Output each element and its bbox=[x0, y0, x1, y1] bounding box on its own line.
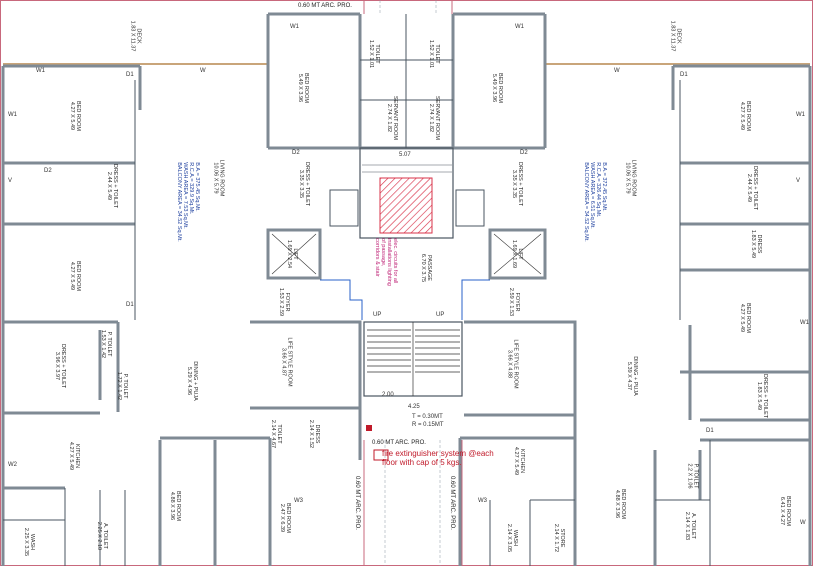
tag-w1-r2: W1 bbox=[800, 320, 809, 326]
corridor-right-label: 0.60 MT ARC. PRO. bbox=[448, 476, 455, 530]
tag-w3-l: W3 bbox=[294, 498, 303, 504]
lift-cars bbox=[271, 233, 542, 275]
fire-extinguisher-box bbox=[373, 449, 389, 461]
tag-d2: D2 bbox=[44, 168, 52, 174]
corridor-top-label: 0.60 MT ARC. PRO. bbox=[298, 3, 352, 9]
tag-w-r: W bbox=[614, 68, 620, 74]
level-t: T = 0.30MT bbox=[412, 414, 443, 420]
shaft-hatch bbox=[379, 177, 433, 234]
central-core bbox=[329, 147, 485, 239]
dim-200: 2.00 bbox=[382, 392, 394, 398]
area-stats-left: B.A.= 375.45 Sq.Mt.R.C.A.= 329.9 Sq.Mt.W… bbox=[175, 162, 200, 242]
tag-v-r: V bbox=[796, 178, 801, 184]
outer-walls bbox=[1, 12, 812, 566]
tag-d1: D1 bbox=[126, 72, 134, 78]
tag-v: V bbox=[8, 178, 13, 184]
corridor-bottom-label: 0.60 MT ARC. PRO. bbox=[372, 440, 426, 446]
corridor-lines bbox=[363, 0, 463, 566]
grid-lines bbox=[379, 0, 441, 566]
stair-up-left: UP bbox=[373, 312, 382, 318]
area-stats-right: B.A.= 372.45 Sq.Mt.R.C.A.= 326.44 Sq.Mt.… bbox=[582, 162, 607, 242]
tag-d2c: D2 bbox=[520, 150, 528, 156]
foyer-edges bbox=[320, 279, 490, 320]
tag-w1: W1 bbox=[36, 68, 45, 74]
tag-d2b: D2 bbox=[292, 150, 300, 156]
fire-extinguisher-marker bbox=[366, 425, 372, 431]
dim-507: 5.07 bbox=[399, 152, 411, 158]
tag-w3: W3 bbox=[478, 498, 487, 504]
tag-w1c: W1 bbox=[290, 24, 299, 30]
tag-w-r3: W bbox=[800, 520, 806, 526]
tag-d1-r3: D1 bbox=[706, 428, 714, 434]
tag-d1b: D1 bbox=[126, 302, 134, 308]
staircase bbox=[363, 321, 463, 397]
tag-w2: W2 bbox=[8, 462, 17, 468]
tag-w1d: W1 bbox=[515, 24, 524, 30]
tag-d1c: D1 bbox=[680, 72, 688, 78]
dim-425: 4.25 bbox=[408, 404, 420, 410]
tag-w: W bbox=[200, 68, 206, 74]
tag-w1b: W1 bbox=[8, 112, 17, 118]
level-r: R = 0.15MT bbox=[412, 422, 444, 428]
inner-walls bbox=[3, 14, 711, 566]
fire-extinguisher-note: fire extinguisher system @each floor wit… bbox=[382, 449, 494, 467]
tag-w1-r: W1 bbox=[796, 112, 805, 118]
stair-up-right: UP bbox=[436, 312, 445, 318]
corridor-left-label: 0.60 MT ARC. PRO. bbox=[353, 476, 360, 530]
